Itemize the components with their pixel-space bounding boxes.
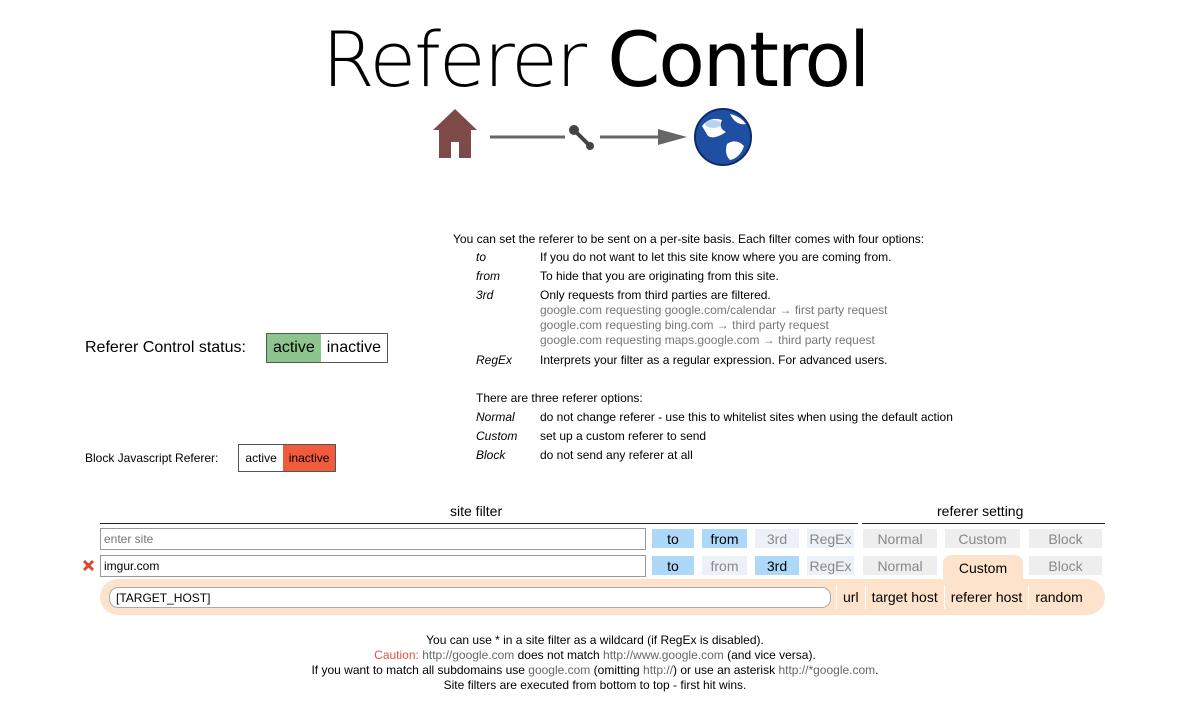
help-option-desc: Only requests from third parties are fil… [540,288,771,302]
third-button[interactable]: 3rd [755,556,799,575]
option-target-host[interactable]: target host [864,585,944,609]
footer-line-wildcard: You can use * in a site filter as a wild… [426,633,764,647]
footer-line-subdomains: If you want to match all subdomains use … [0,663,1190,678]
help-referer-intro: There are three referer options: [476,391,643,405]
custom-referer-bar: url target host referer host random [100,579,1105,615]
status-inactive-button[interactable]: inactive [326,339,381,356]
referer-setting-divider [862,523,1105,524]
house-icon [433,109,477,158]
title-referer: Referer [321,15,587,104]
caution-label: Caution: [374,648,419,662]
subdomain-dot: . [875,663,879,677]
title-control: Control [607,15,870,104]
option-url[interactable]: url [836,585,865,609]
help-option-key: to [476,250,487,264]
help-example: google.com requesting maps.google.com → … [540,333,875,347]
to-button[interactable]: to [652,556,694,575]
site-input[interactable] [100,555,646,577]
help-option-key: 3rd [476,288,494,302]
new-normal-button[interactable]: Normal [863,529,937,548]
caution-mid: does not match [517,648,600,662]
help-option-desc: do not change referer - use this to whit… [540,410,953,424]
js-referer-active-button[interactable]: active [245,451,277,465]
subdomain-omit-open: (omitting [593,663,640,677]
help-intro: You can set the referer to be sent on a … [453,232,925,246]
option-random[interactable]: random [1028,585,1088,609]
globe-icon [694,108,752,166]
help-option-desc: set up a custom referer to send [540,429,707,443]
custom-referer-input[interactable] [109,587,831,608]
help-option-key: Custom [476,429,518,443]
new-from-button[interactable]: from [702,529,747,548]
help-example: google.com requesting google.com/calenda… [540,303,888,317]
help-option-desc: If you do not want to let this site know… [540,250,892,264]
block-button[interactable]: Block [1029,556,1102,575]
help-option-desc: do not send any referer at all [540,448,693,462]
js-referer-label: Block Javascript Referer: [85,451,219,465]
site-filter-divider [100,523,858,524]
caution-end: (and vice versa). [727,648,816,662]
new-3rd-button[interactable]: 3rd [755,529,799,548]
help-option-from: from To hide that you are originating fr… [453,269,1093,288]
new-regex-button[interactable]: RegEx [807,529,854,548]
referer-control-status: Referer Control status: active inactive [85,333,388,363]
new-custom-button[interactable]: Custom [945,529,1020,548]
subdomain-http: http:// [643,663,674,677]
page-title: Referer Control [0,12,1190,108]
help-referer-custom: Custom set up a custom referer to send [453,429,1093,448]
help-referer-block: Block do not send any referer at all [453,448,1093,467]
footer-line-caution: Caution: http://google.com does not matc… [0,648,1190,663]
wrench-icon [569,125,594,150]
referer-setting-header: referer setting [937,503,1024,519]
help-option-regex: RegEx Interprets your filter as a regula… [453,353,1093,372]
site-filter-header: site filter [450,503,503,519]
new-to-button[interactable]: to [652,529,694,548]
regex-button[interactable]: RegEx [807,556,854,575]
help-option-key: Normal [476,410,515,424]
help-examples: google.com requesting google.com/calenda… [540,303,1093,348]
help-option-key: Block [476,448,506,462]
help-option-key: from [476,269,500,283]
js-referer-inactive-button[interactable]: inactive [282,445,336,471]
help-referer-normal: Normal do not change referer - use this … [453,410,1093,429]
normal-button[interactable]: Normal [863,556,937,575]
caution-url1: http://google.com [422,648,515,662]
help-option-desc: To hide that you are originating from th… [540,269,779,283]
option-referer-host[interactable]: referer host [943,585,1029,609]
status-label: Referer Control status: [85,339,246,356]
help-option-to: to If you do not want to let this site k… [453,250,1093,269]
new-filter-row [100,528,646,550]
help-option-desc: Interprets your filter as a regular expr… [540,353,888,367]
subdomain-domain: google.com [528,663,591,677]
custom-referer-options: url target host referer host random [836,585,1089,609]
js-referer-control: Block Javascript Referer: active inactiv… [85,444,337,472]
footer-line-order: Site filters are executed from bottom to… [443,678,747,692]
help-example: google.com requesting bing.com → third p… [540,318,829,332]
logo-diagram [433,108,752,166]
caution-url2: http://www.google.com [603,648,724,662]
subdomain-omit-close: ) or use an asterisk [673,663,776,677]
subdomain-start: If you want to match all subdomains use [311,663,525,677]
delete-x-icon[interactable] [82,559,95,572]
help-option-3rd: 3rd Only requests from third parties are… [453,288,1093,307]
new-block-button[interactable]: Block [1029,529,1102,548]
status-active-button[interactable]: active [266,334,321,362]
footer-notes: You can use * in a site filter as a wild… [0,633,1190,693]
from-button[interactable]: from [702,556,747,575]
help-option-key: RegEx [476,353,513,367]
new-site-input[interactable] [100,528,646,550]
subdomain-asterisk: http://*google.com [778,663,876,677]
filter-row-imgur [100,555,646,577]
status-toggle: active inactive [265,333,388,363]
help-text: You can set the referer to be sent on a … [453,232,1093,467]
custom-button[interactable]: Custom [943,555,1023,580]
js-referer-toggle: active inactive [238,444,337,472]
